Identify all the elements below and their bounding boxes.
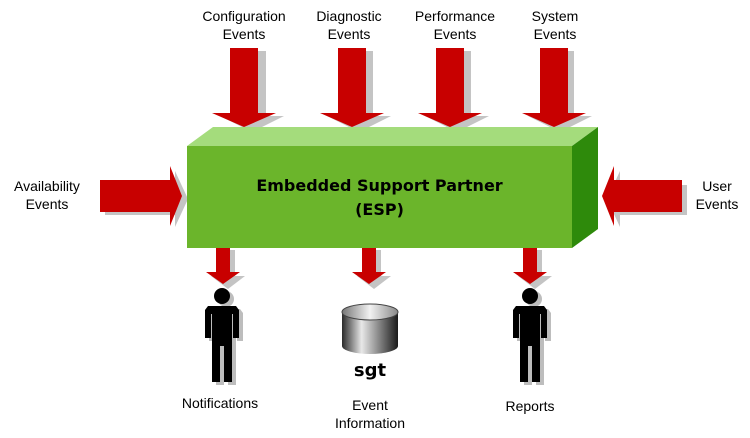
label-availability-events: Availability Events [2,177,92,213]
arrow-system-events [522,48,592,132]
esp-box [187,127,598,248]
esp-title: Embedded Support Partner (ESP) [187,174,572,222]
label-line: Configuration [202,8,286,24]
database-icon [341,303,399,354]
person-icon [513,288,551,385]
label-line: Information [334,415,406,431]
label-performance-events: Performance Events [397,7,513,43]
label-system-events: System Events [505,7,605,43]
label-event-information: Event Information [320,396,420,432]
esp-title-line2: (ESP) [355,200,404,219]
label-line: Notifications [181,395,259,411]
label-line: Event [352,397,388,413]
arrow-availability-events [100,166,188,227]
label-line: Reports [505,398,555,414]
label-line: Events [25,196,69,212]
sgt-logo: sgt [353,360,387,381]
person-icon [205,288,243,385]
arrow-performance-events [418,48,489,132]
label-configuration-events: Configuration Events [184,7,304,43]
label-line: Events [433,26,477,42]
arrow-user-events [602,166,687,227]
label-line: Availability [14,178,80,194]
arrow-configuration-events [212,48,284,132]
label-line: Performance [414,8,496,24]
label-line: Diagnostic [316,8,382,24]
label-line: Events [327,26,371,42]
label-line: Events [695,196,739,212]
arrow-diagnostic-events [320,48,391,132]
label-line: Events [533,26,577,42]
label-user-events: User Events [686,177,748,213]
label-line: Events [222,26,266,42]
label-reports: Reports [480,397,580,415]
esp-title-line1: Embedded Support Partner [256,176,503,195]
label-line: User [702,178,732,194]
arrow-to-event-information [352,248,391,289]
label-line: System [531,8,579,24]
arrow-to-notifications [206,248,245,289]
label-notifications: Notifications [160,394,280,412]
label-diagnostic-events: Diagnostic Events [294,7,404,43]
arrow-to-reports [513,248,552,289]
